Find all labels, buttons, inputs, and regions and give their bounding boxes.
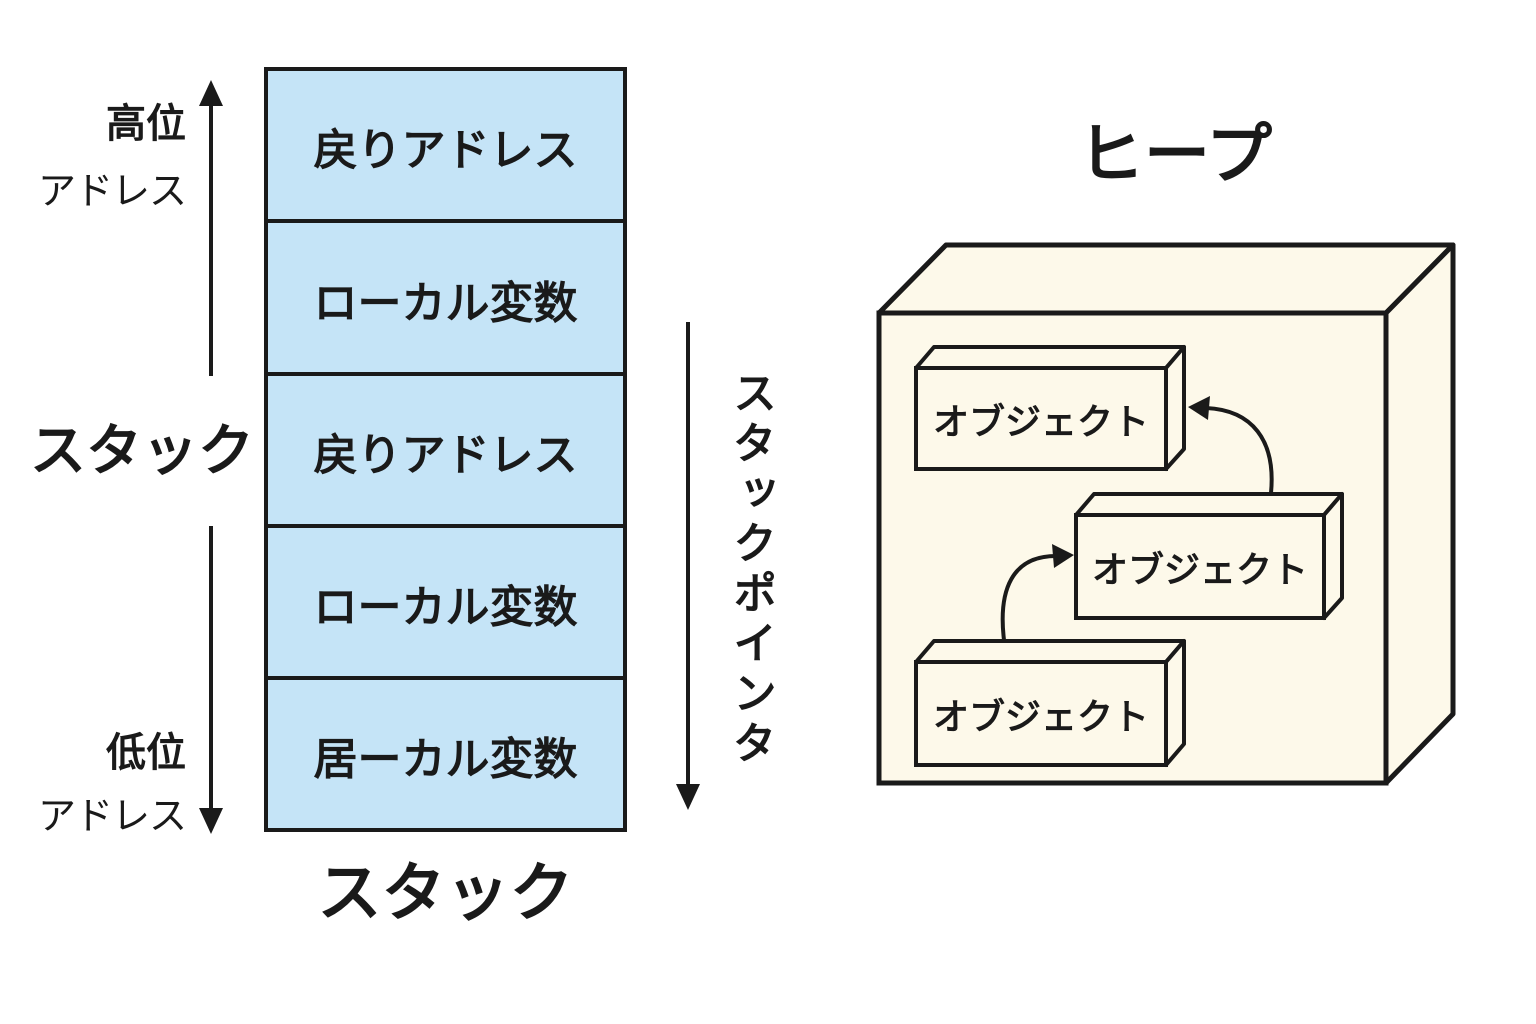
stack-cell-local-variables-3: 居ーカル変数 xyxy=(313,734,578,785)
heap-object-box-3 xyxy=(914,639,1186,767)
stack-cell-return-address-1: 戻りアドレス xyxy=(313,125,578,176)
high-address-arrow xyxy=(199,80,223,376)
heap-title: ヒープ xyxy=(1078,116,1273,193)
heap-object-label-2: オブジェクト xyxy=(1091,549,1308,591)
reference-arrow-bottom-to-middle xyxy=(1000,544,1074,641)
stack-cell-return-address-2: 戻りアドレス xyxy=(313,430,578,481)
low-address-arrow xyxy=(199,526,223,834)
low-address-sub-label: アドレス xyxy=(37,794,187,838)
reference-arrow-middle-to-top xyxy=(1188,396,1274,494)
high-address-label: 高位 xyxy=(106,101,186,147)
high-address-sub-label: アドレス xyxy=(37,169,187,213)
stack-pointer-arrow xyxy=(676,322,700,810)
stack-cell-local-variables-1: ローカル変数 xyxy=(313,277,578,329)
stack-column xyxy=(264,67,627,832)
heap-object-label-1: オブジェクト xyxy=(932,401,1149,443)
heap-object-box-1 xyxy=(914,345,1186,471)
stack-side-label: スタック xyxy=(30,419,254,484)
stack-bottom-label: スタック xyxy=(317,857,574,931)
heap-object-label-3: オブジェクト xyxy=(932,696,1149,738)
heap-object-box-2 xyxy=(1074,492,1344,620)
stack-cell-local-variables-2: ローカル変数 xyxy=(313,582,578,633)
stack-pointer-label: スタックポインタ xyxy=(725,370,776,770)
low-address-label: 低位 xyxy=(106,730,186,776)
